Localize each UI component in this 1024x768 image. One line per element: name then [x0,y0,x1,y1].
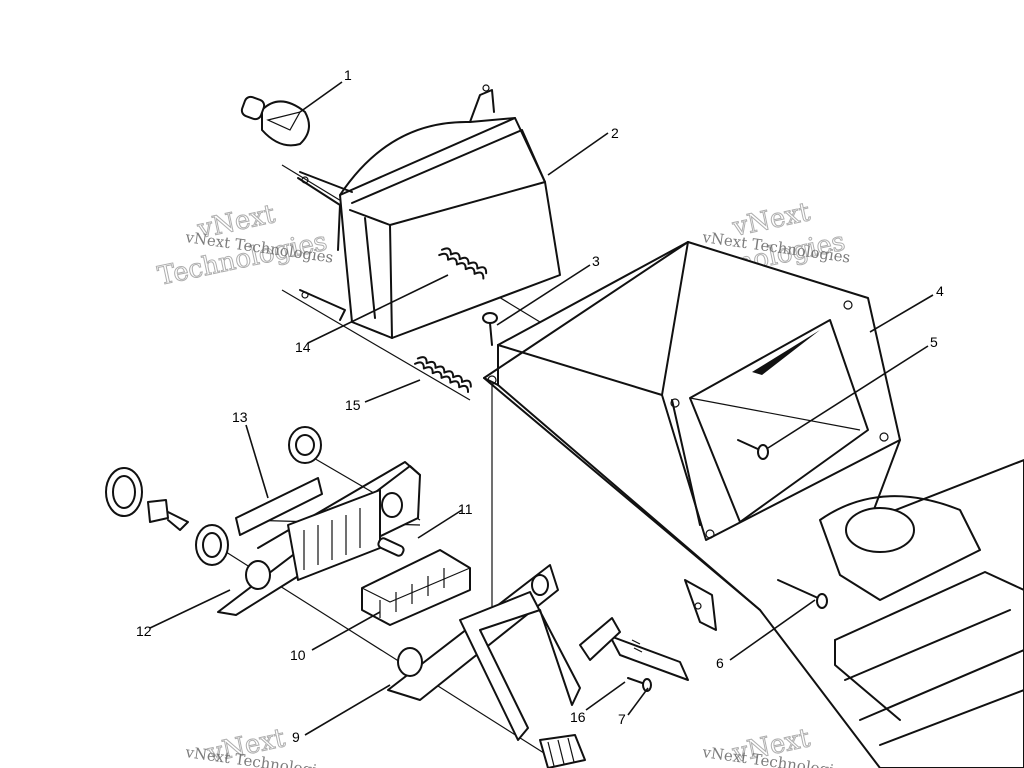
callout-labels: 1 2 3 4 5 6 7 9 10 11 12 13 14 15 16 [136,67,944,745]
callout-4: 4 [936,283,944,299]
callout-2: 2 [611,125,619,141]
fuse-block-10 [361,549,471,626]
callout-14: 14 [295,339,311,355]
callout-13: 13 [232,409,248,425]
callout-9: 9 [292,729,300,745]
callout-7: 7 [618,711,626,727]
screw-16 [627,677,652,692]
leader-lines [149,81,934,736]
ignition-cap [105,467,143,517]
callout-6: 6 [716,655,724,671]
callout-11: 11 [458,501,473,517]
callout-10: 10 [290,647,306,663]
lower-bracket-9 [387,564,581,741]
bulb-plug [539,734,586,768]
spring-14 [438,247,488,280]
watermark-bottom-right: vNext vNext Technologies [700,723,851,768]
screw-3 [482,312,498,346]
grommet-ring-left [195,524,229,566]
toggle-switch-7 [579,617,689,681]
headlight-bulb [240,95,310,147]
headlight-housing [297,84,561,339]
callout-1: 1 [344,67,352,83]
watermark-top-left: Technologies vNext vNext Technologies [155,199,335,293]
watermark-bottom-left: vNext vNext Technologies [183,723,334,768]
screw-5 [737,439,769,460]
console-housing [483,241,1024,768]
callout-5: 5 [930,334,938,350]
ignition-key [147,499,189,531]
callout-15: 15 [345,397,361,413]
callout-12: 12 [136,623,152,639]
callout-3: 3 [592,253,600,269]
fuse-11 [377,537,405,557]
grommet-ring-top [288,426,322,464]
spring-15 [414,356,472,393]
screw-6 [777,579,828,609]
plate-13 [235,477,323,536]
callout-16: 16 [570,709,586,725]
